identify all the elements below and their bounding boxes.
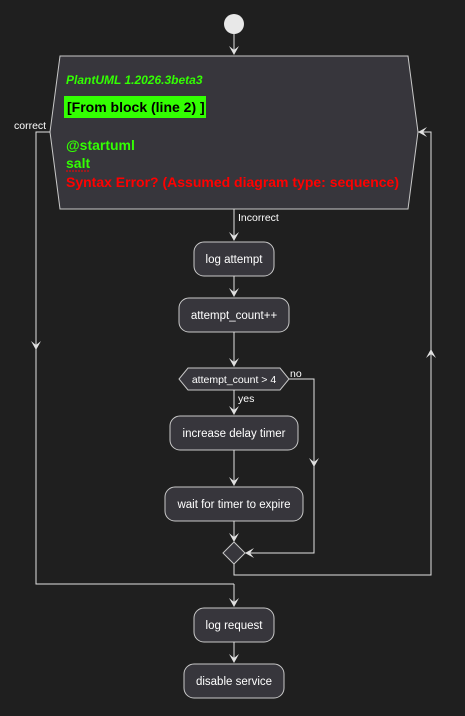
edge-label-incorrect: Incorrect bbox=[238, 212, 279, 224]
salt-line: salt bbox=[66, 155, 90, 171]
startuml-line: @startuml bbox=[66, 137, 135, 153]
edge-loop-back bbox=[233, 131, 432, 576]
node-disable-service-label: disable service bbox=[196, 676, 272, 688]
node-disable-service bbox=[183, 663, 285, 699]
node-increase-delay-label: increase delay timer bbox=[183, 428, 286, 440]
syntax-error: Syntax Error? (Assumed diagram type: seq… bbox=[66, 174, 399, 190]
node-log-request-label: log request bbox=[206, 620, 264, 632]
node-condition bbox=[178, 367, 290, 391]
start-node bbox=[224, 14, 244, 34]
block-label: [From block (line 2) ] bbox=[67, 99, 205, 115]
node-attempt-count-label: attempt_count++ bbox=[191, 310, 278, 322]
node-wait-timer-label: wait for timer to expire bbox=[176, 499, 290, 511]
block-label-bg bbox=[64, 96, 206, 118]
node-log-attempt-label: log attempt bbox=[206, 254, 264, 266]
edge-label-yes: yes bbox=[238, 393, 254, 405]
edge-no bbox=[245, 378, 315, 554]
edge-label-no: no bbox=[290, 368, 302, 380]
edge-correct bbox=[35, 131, 234, 585]
edge-label-correct: correct bbox=[14, 120, 46, 132]
merge-diamond bbox=[222, 541, 246, 565]
node-condition-label: attempt_count > 4 bbox=[192, 374, 277, 386]
plantuml-version: PlantUML 1.2026.3beta3 bbox=[66, 73, 203, 87]
